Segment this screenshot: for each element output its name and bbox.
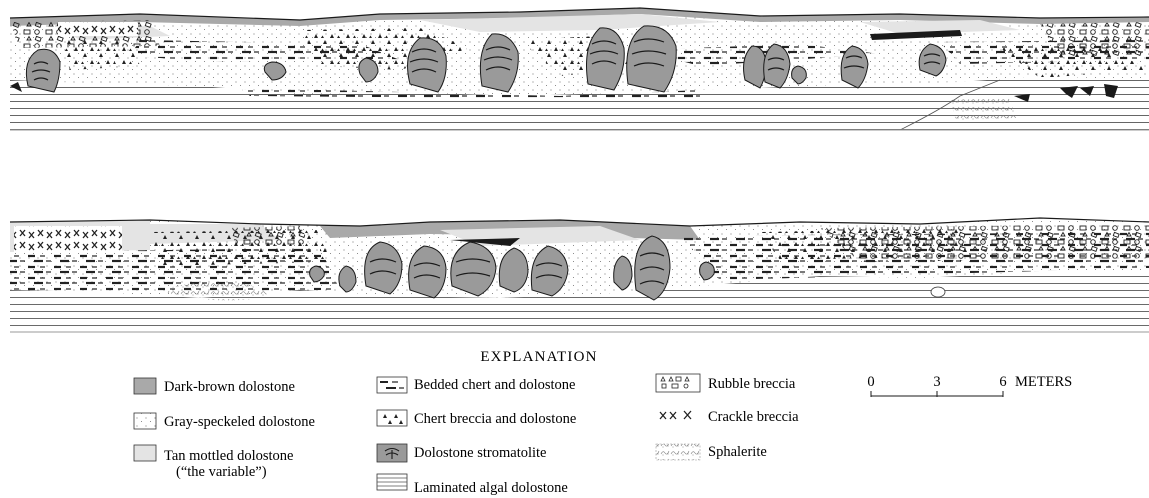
legend-label-dark-brown: Dark-brown dolostone <box>164 379 295 395</box>
legend-item-rubble-breccia: Rubble breccia <box>656 374 796 392</box>
scale-tick-3: 3 <box>933 374 940 390</box>
legend-item-dark-brown-dolostone: Dark-brown dolostone <box>134 378 295 395</box>
scale-tick-0: 0 <box>867 374 874 390</box>
cross-section-upper <box>10 8 1149 132</box>
explanation-legend: EXPLANATION Dark-brown dolostone Gray-sp… <box>134 349 1072 496</box>
legend-item-laminated-algal: Laminated algal dolostone <box>377 474 568 496</box>
crackle-breccia-swatch <box>660 411 691 419</box>
tan-mottled-swatch <box>134 445 156 461</box>
legend-label-stromatolite: Dolostone stromatolite <box>414 445 547 461</box>
legend-item-bedded-chert: Bedded chert and dolostone <box>377 377 575 393</box>
scale-unit: METERS <box>1015 374 1072 390</box>
legend-label-tan-mottled-note: (“the variable”) <box>176 464 267 480</box>
legend-item-crackle-breccia: Crackle breccia <box>660 409 799 425</box>
legend-label-sphalerite: Sphalerite <box>708 444 767 460</box>
legend-label-rubble-breccia: Rubble breccia <box>708 376 796 392</box>
cross-section-lower <box>10 218 1149 334</box>
scale-bar: 0 3 6 METERS <box>867 374 1072 397</box>
scale-tick-6: 6 <box>999 374 1006 390</box>
legend-item-dolostone-stromatolite: Dolostone stromatolite <box>377 444 547 462</box>
sphalerite-swatch <box>656 444 700 460</box>
legend-label-gray-speckled: Gray-speckeled dolostone <box>164 414 315 430</box>
legend-label-bedded-chert: Bedded chert and dolostone <box>414 377 575 393</box>
legend-item-sphalerite: Sphalerite <box>656 444 767 460</box>
legend-label-laminated-algal: Laminated algal dolostone <box>414 480 568 496</box>
legend-item-gray-speckled-dolostone: Gray-speckeled dolostone <box>134 413 315 430</box>
legend-item-chert-breccia: Chert breccia and dolostone <box>377 410 576 427</box>
explanation-title: EXPLANATION <box>480 349 597 365</box>
bedded-chert-swatch <box>377 377 407 393</box>
dark-brown-swatch <box>134 378 156 394</box>
legend-label-crackle-breccia: Crackle breccia <box>708 409 799 425</box>
legend-item-tan-mottled-dolostone: Tan mottled dolostone (“the variable”) <box>134 445 293 480</box>
legend-label-tan-mottled: Tan mottled dolostone <box>164 448 293 464</box>
legend-label-chert-breccia: Chert breccia and dolostone <box>414 411 576 427</box>
